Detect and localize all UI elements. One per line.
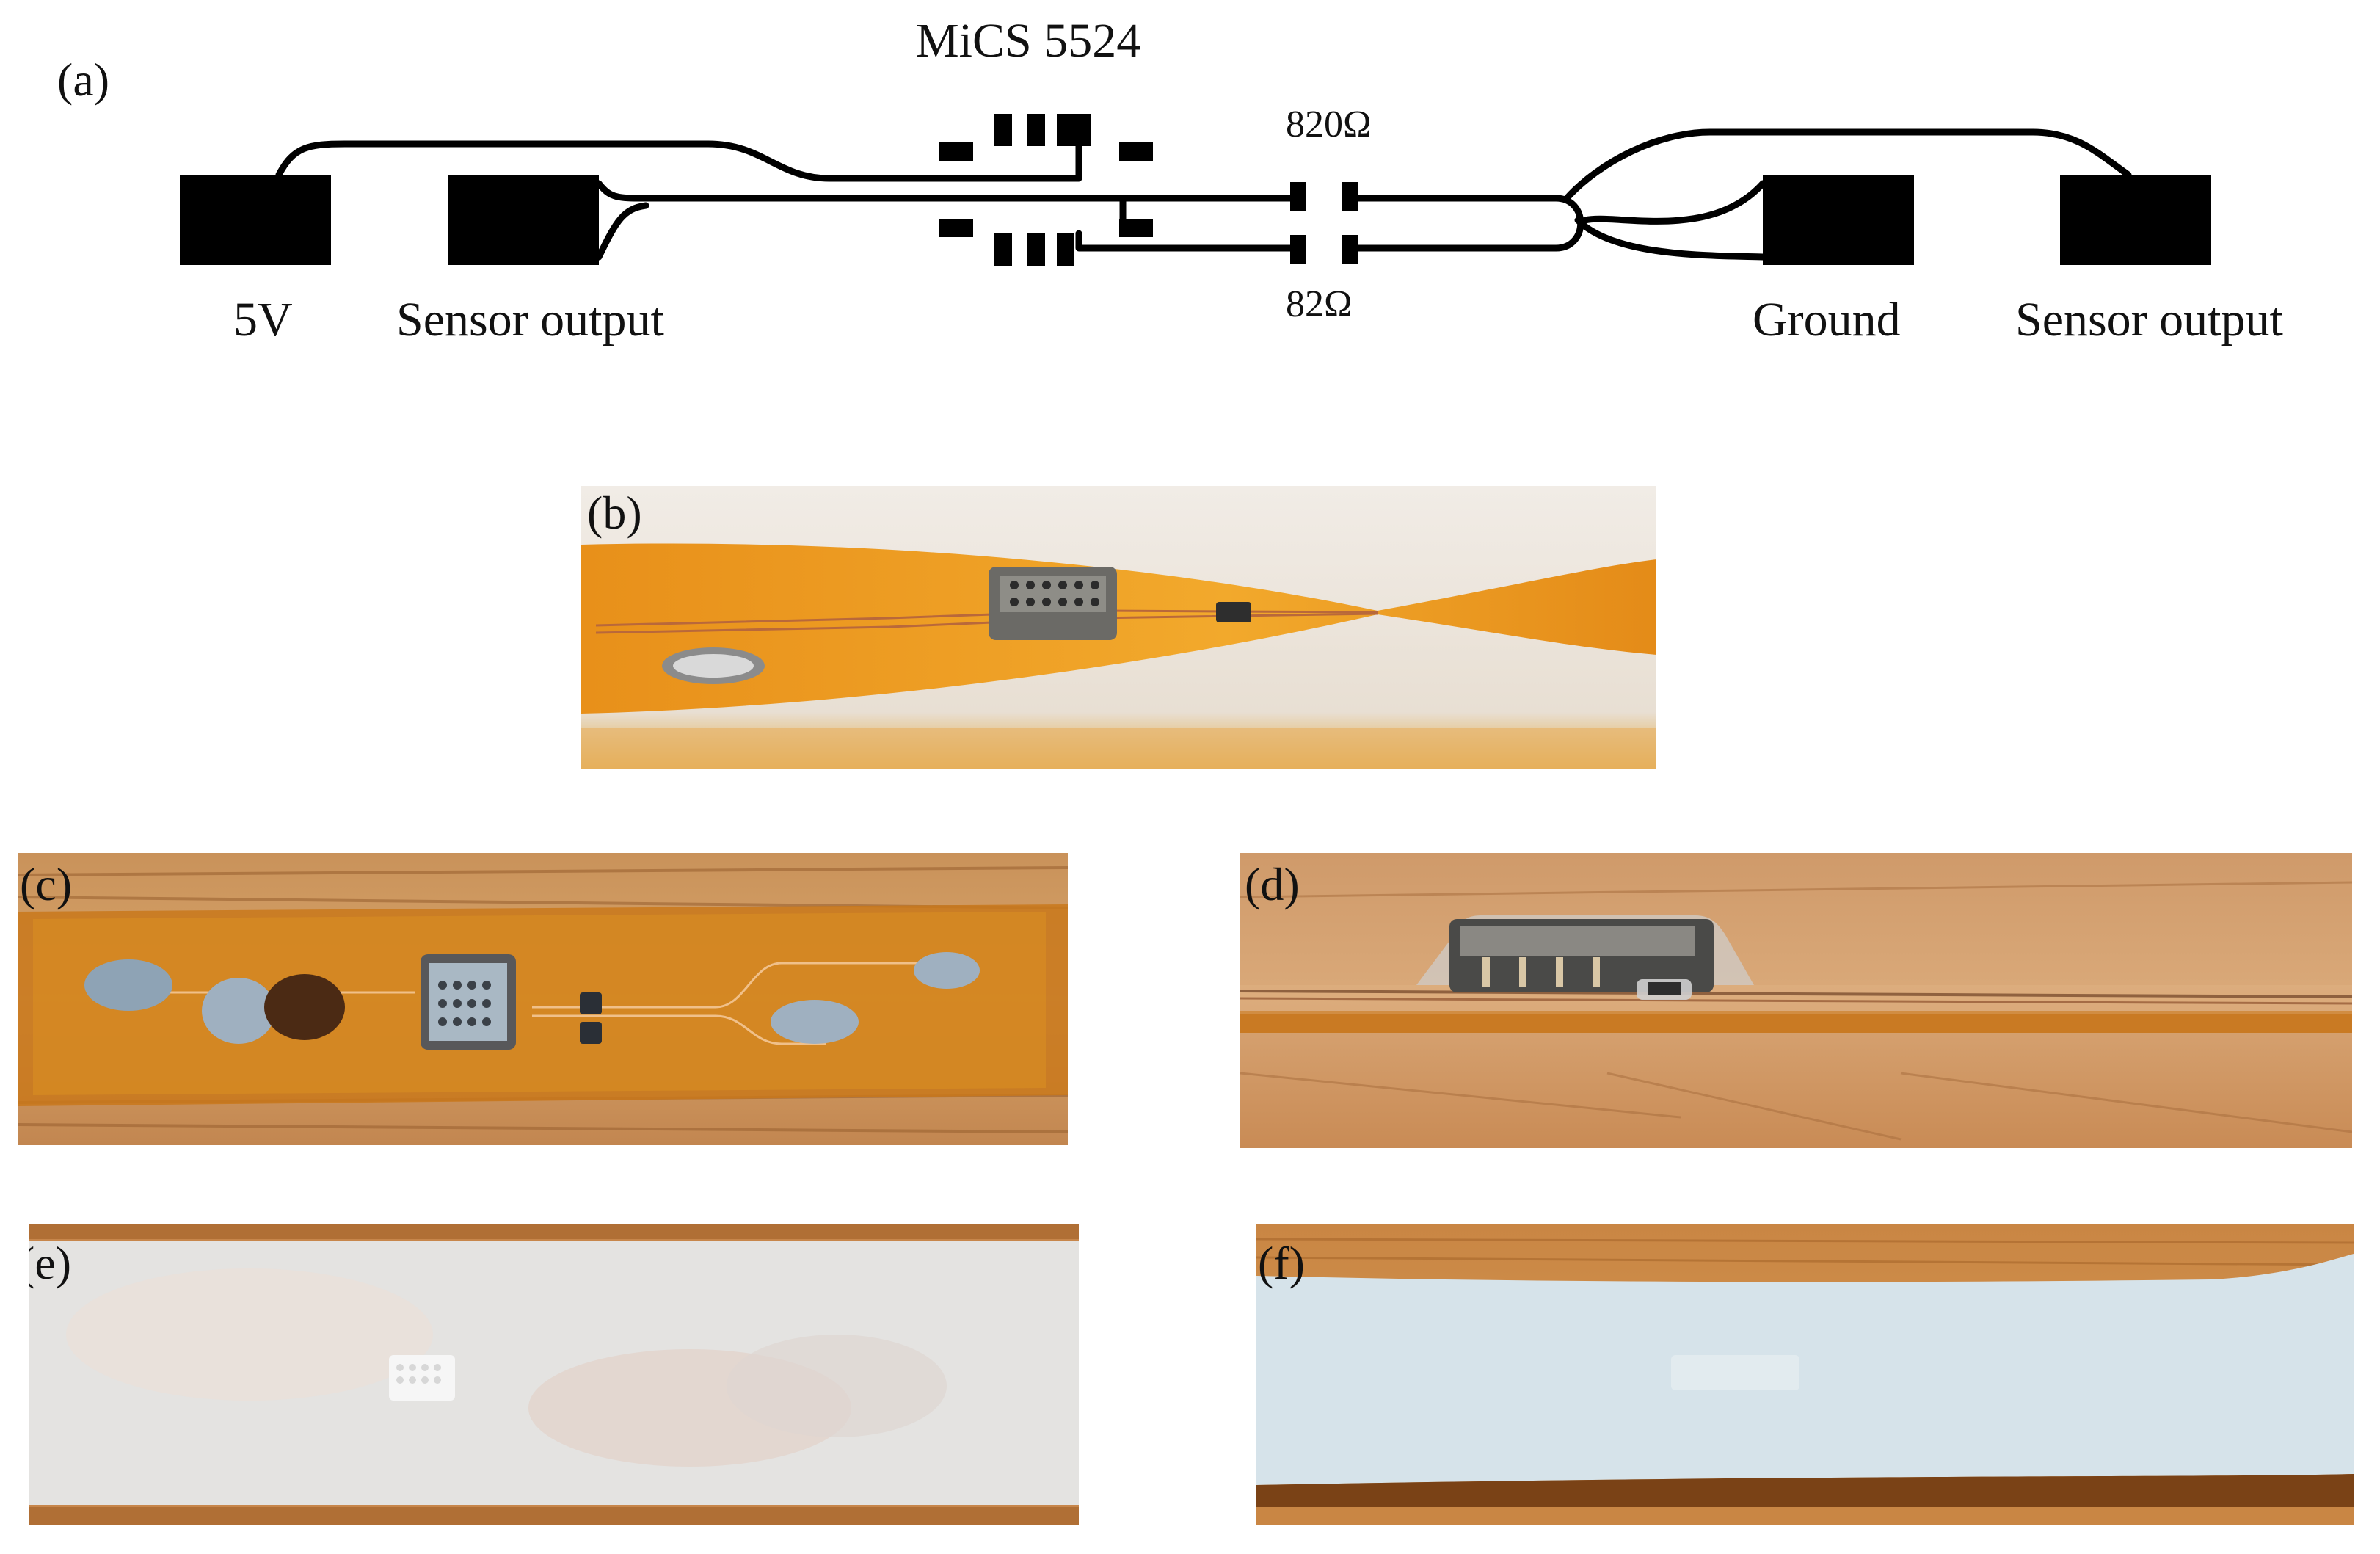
panel-c-label: (c) — [20, 858, 73, 910]
panel-d-label: (d) — [1245, 858, 1300, 910]
pad-sensor-output-left — [448, 175, 599, 265]
resistor-820-label: 820Ω — [1286, 104, 1372, 145]
circuit-layout — [180, 114, 2211, 266]
panel-d-photo: (d) — [1240, 853, 2352, 1148]
pad-ground — [1763, 175, 1914, 265]
pad-sensor-output-right — [2060, 175, 2211, 265]
panel-f-label: (f) — [1258, 1237, 1305, 1289]
pad-label-5v: 5V — [233, 293, 293, 346]
panel-e-photo: (e) — [29, 1224, 1079, 1525]
pad-label-sensor-output-left: Sensor output — [396, 293, 664, 346]
sensor-name-label: MiCS 5524 — [916, 14, 1141, 68]
panel-b-label: (b) — [587, 487, 642, 539]
panel-f-photo: (f) — [1256, 1224, 2354, 1525]
panel-a: (a) MiCS 5524 820Ω 82Ω 5V Sensor output … — [0, 0, 2380, 411]
pad-label-ground: Ground — [1753, 293, 1901, 346]
pad-label-sensor-output-right: Sensor output — [2015, 293, 2283, 346]
panel-e-label: (e) — [29, 1237, 72, 1289]
resistor-82-label: 82Ω — [1286, 283, 1353, 325]
panel-b-photo: (b) — [581, 486, 1656, 769]
panel-a-label: (a) — [57, 54, 110, 106]
pad-5v — [180, 175, 331, 265]
panel-c-photo: (c) — [18, 853, 1068, 1145]
